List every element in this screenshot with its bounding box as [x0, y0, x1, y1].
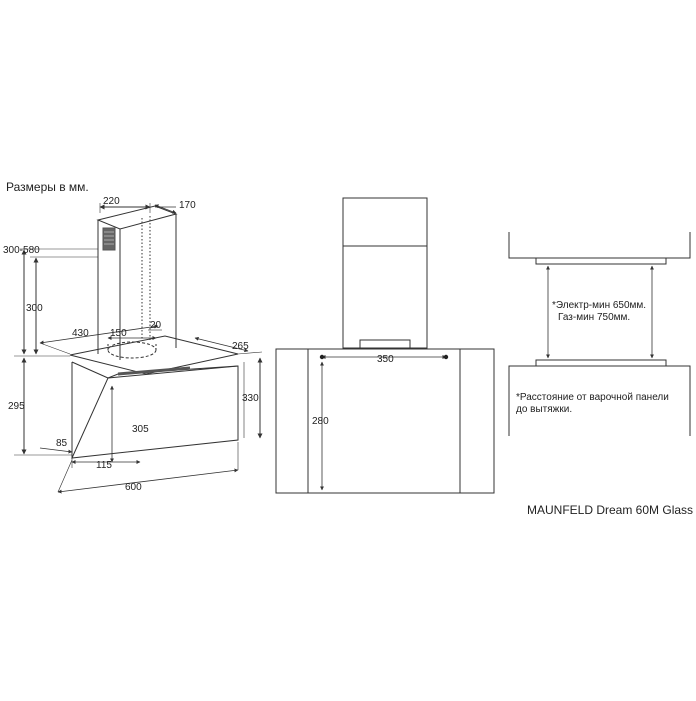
dim-label-295: 295	[8, 401, 25, 412]
dim-label-300-580: 300-580	[3, 245, 40, 256]
dim-label-150: 150	[110, 328, 127, 339]
dim-label-280: 280	[312, 416, 329, 427]
dim-label-430: 430	[72, 328, 89, 339]
front-chimney	[342, 197, 428, 349]
mount-hole-left	[319, 354, 325, 360]
front-hood-body	[275, 348, 495, 494]
footnote-line-1: *Расстояние от варочной панели	[516, 392, 669, 403]
install-hob-top	[535, 359, 667, 367]
dim-label-220: 220	[103, 196, 120, 207]
install-hood-outline	[508, 232, 691, 259]
dim-label-305: 305	[132, 424, 149, 435]
side-view	[14, 203, 263, 494]
dim-label-85: 85	[56, 438, 68, 449]
footnote-line-2: до вытяжки.	[516, 404, 572, 415]
distance-note-gas: Газ-мин 750мм.	[558, 312, 630, 323]
dim-label-600: 600	[125, 482, 142, 493]
dim-label-350: 350	[377, 354, 394, 365]
dim-label-115: 115	[96, 460, 112, 471]
chimney	[96, 205, 178, 360]
glass-panel	[71, 361, 239, 459]
dim-label-20: 20	[150, 320, 162, 331]
dim-label-300: 300	[26, 303, 43, 314]
front-view	[275, 197, 495, 494]
install-hood-bottom	[535, 257, 667, 265]
dim-label-265: 265	[232, 341, 249, 352]
units-heading: Размеры в мм.	[6, 180, 89, 194]
model-name: MAUNFELD Dream 60M Glass	[527, 503, 693, 517]
distance-note-electric: *Электр-мин 650мм.	[552, 300, 646, 311]
dim-label-170: 170	[179, 200, 196, 211]
mount-hole-right	[443, 354, 449, 360]
dim-label-330: 330	[242, 393, 259, 404]
installation-view	[508, 232, 691, 436]
